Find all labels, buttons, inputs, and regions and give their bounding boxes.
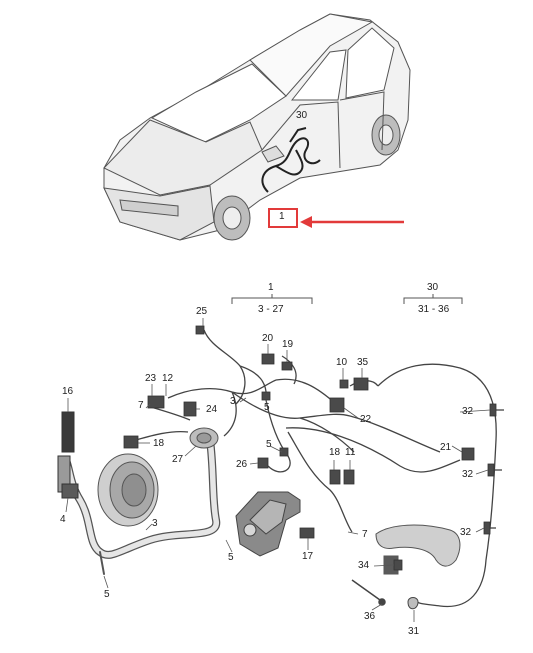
highlight-box [268,208,298,228]
connector-19 [281,361,293,371]
label-27: 27 [172,454,184,465]
label-19: 19 [282,339,294,350]
car-label-harness: 1 [279,211,285,222]
label-35: 35 [357,357,369,368]
label-32-mid: 32 [462,469,474,480]
connector-20 [261,353,275,365]
label-3-top: 3 [230,396,236,407]
label-3-bottom: 3 [152,518,158,529]
label-5-mid: 5 [266,439,272,450]
label-5-lower: 5 [228,552,234,563]
label-25: 25 [196,306,208,317]
label-22: 22 [360,414,372,425]
label-12: 12 [162,373,174,384]
connector-34 [393,559,403,571]
connector-11b [343,469,355,485]
clip-5a [261,391,271,401]
hood [103,119,263,196]
clip-31 [407,597,419,610]
harness-wires [135,329,461,533]
label-30: 30 [427,282,439,293]
label-36: 36 [364,611,376,622]
label-31: 31 [408,626,420,637]
clip-32a [489,403,497,417]
label-32-top: 32 [462,406,474,417]
clip-32b [487,463,495,477]
side-mirror [261,145,285,163]
label-30-range: 31 - 36 [418,304,450,315]
connector-16 [57,411,79,499]
connector-22 [329,397,345,413]
window-motor [235,491,301,557]
label-5-top: 5 [264,402,270,413]
connector-23 [147,395,165,409]
label-4: 4 [60,514,66,525]
side-window-rear [345,27,395,99]
label-10: 10 [336,357,348,368]
label-34: 34 [358,560,370,571]
grommet [189,427,219,449]
roof [249,13,374,97]
label-21: 21 [440,442,452,453]
connector-25 [195,325,205,335]
connector-24 [183,401,197,417]
label-24: 24 [206,404,218,415]
connector-21 [461,447,475,461]
label-11: 11 [345,447,356,458]
label-18: 18 [153,438,165,449]
main-harness [62,436,221,575]
side-window-front [290,49,347,101]
label-18-dup: 18 [329,447,341,458]
connector-18 [123,435,139,449]
label-20: 20 [262,333,274,344]
connector-11a [329,469,341,485]
label-26: 26 [236,459,248,470]
label-17: 17 [302,551,314,562]
clip-5b [279,447,289,457]
small-connectors [123,325,497,571]
speaker [97,453,159,527]
label-7-top: 7 [138,400,144,411]
label-16: 16 [62,386,74,397]
label-32-bottom: 32 [460,527,472,538]
door-handle [375,524,461,575]
car-illustration [103,13,411,241]
connector-17 [299,527,315,539]
connector-26 [257,457,269,469]
door-harness-on-car [261,127,321,193]
cable-tie [351,579,386,606]
label-23: 23 [145,373,157,384]
car-label-sub-harness: 30 [296,110,308,121]
red-arrow-head [300,216,312,228]
connector-35 [353,377,369,391]
label-7-bottom: 7 [362,529,368,540]
leader-lines [65,318,491,622]
clip-32c [483,521,491,535]
grille [119,199,179,217]
label-5-bottom: 5 [104,589,110,600]
connector-10 [339,379,349,389]
label-1-range: 3 - 27 [258,304,284,315]
label-1: 1 [268,282,274,293]
